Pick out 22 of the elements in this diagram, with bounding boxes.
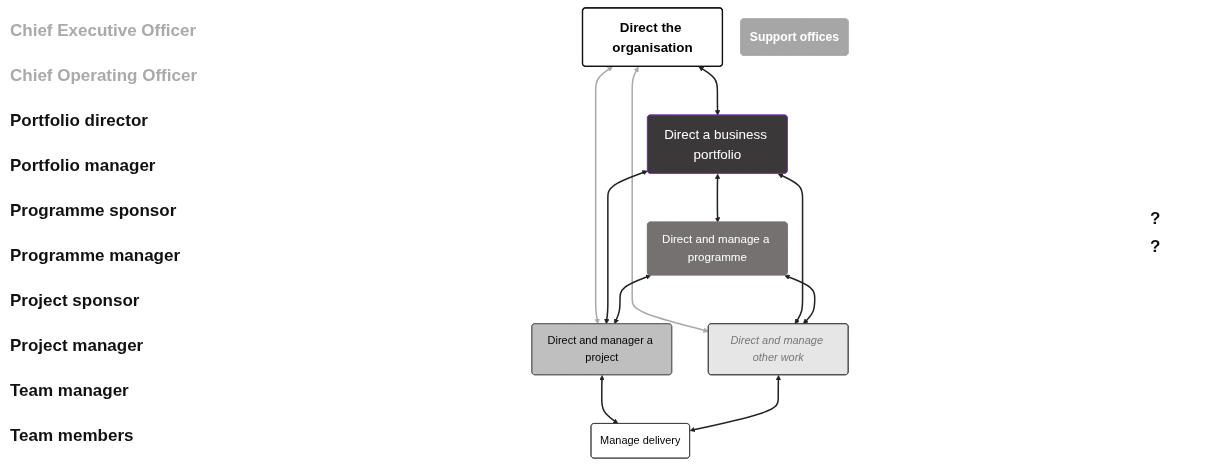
arrow (689, 375, 782, 433)
arrow (777, 173, 804, 325)
role-label: Chief Executive Officer (10, 20, 198, 41)
role-label: Portfolio manager (10, 155, 157, 176)
arrow (604, 170, 648, 325)
arrow (599, 375, 619, 424)
question-mark: ? (1150, 209, 1162, 229)
arrow (613, 274, 651, 325)
role-label: Team manager (10, 380, 130, 401)
arrow (631, 66, 709, 333)
role-label: Project manager (10, 335, 145, 356)
arrow (594, 66, 613, 325)
role-label: Project sponsor (10, 290, 141, 311)
question-mark: ? (1150, 237, 1162, 257)
role-label: Programme sponsor (10, 200, 178, 221)
role-label: Portfolio director (10, 110, 149, 131)
arrow (714, 173, 721, 223)
role-label: Chief Operating Officer (10, 65, 199, 86)
arrow (698, 66, 721, 116)
arrow (784, 274, 816, 325)
role-label: Programme manager (10, 245, 182, 266)
role-label: Team members (10, 425, 135, 446)
